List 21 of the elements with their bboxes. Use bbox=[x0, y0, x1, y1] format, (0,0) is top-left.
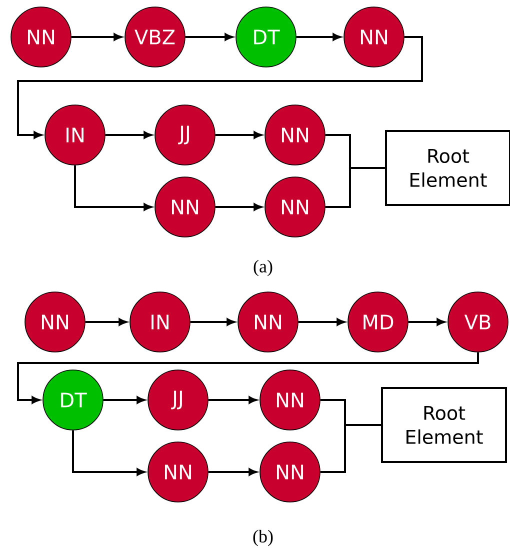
arrow bbox=[17, 352, 479, 404]
arrow bbox=[17, 36, 423, 139]
arrow bbox=[296, 33, 341, 41]
arrow bbox=[103, 396, 145, 404]
arrow bbox=[85, 318, 127, 326]
arrow bbox=[208, 396, 257, 404]
arrow bbox=[71, 33, 122, 41]
arrow bbox=[72, 430, 145, 476]
root-element-box: Root Element bbox=[385, 130, 510, 206]
subfigure-caption: (a) bbox=[254, 260, 272, 276]
arrow bbox=[215, 131, 262, 139]
arrow bbox=[105, 131, 152, 139]
arrow bbox=[74, 165, 152, 211]
arrow bbox=[215, 203, 262, 211]
arrow bbox=[298, 318, 345, 326]
root-element-box: Root Element bbox=[381, 387, 507, 463]
arrow bbox=[190, 318, 235, 326]
arrow bbox=[408, 318, 445, 326]
arrow bbox=[208, 468, 257, 476]
subfigure-caption: (b) bbox=[253, 530, 273, 546]
arrow bbox=[185, 33, 233, 41]
